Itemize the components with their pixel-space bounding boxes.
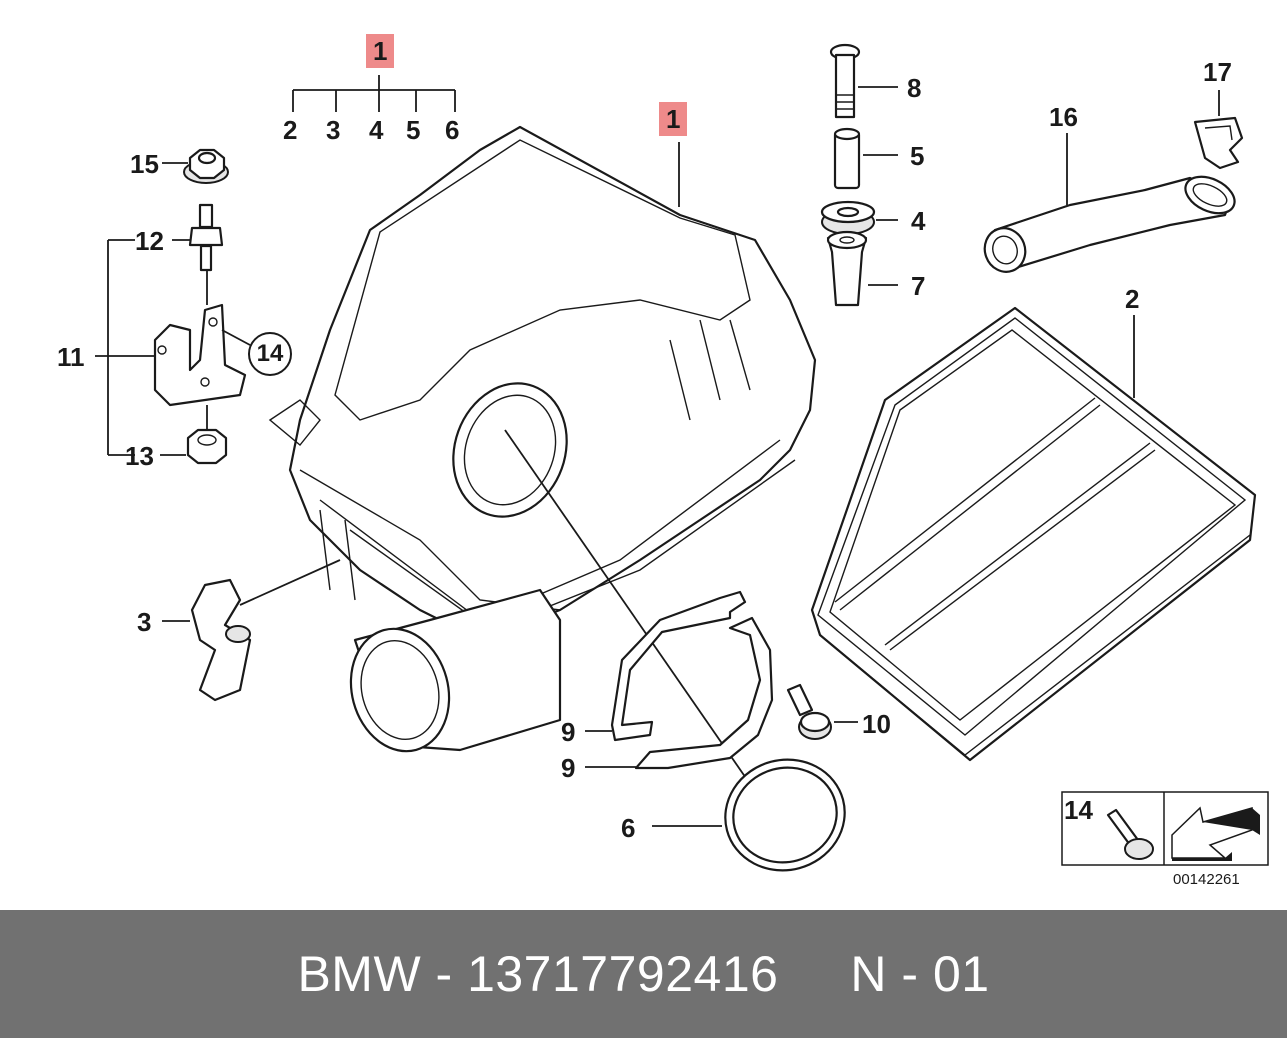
label-sensor: 3	[137, 607, 152, 637]
grommet-part	[820, 200, 876, 235]
group-bracket	[292, 75, 456, 112]
leader-sensor-axis	[239, 559, 341, 606]
sensor-part	[190, 578, 252, 702]
label-housing: 1	[659, 102, 688, 136]
insert-nut-part	[826, 230, 868, 307]
bolt-part	[829, 43, 861, 119]
stud-part	[188, 203, 224, 272]
sleeve-part	[833, 127, 861, 190]
hose-part	[983, 175, 1236, 273]
label-sub-5: 5	[406, 115, 421, 145]
label-filter-element: 2	[1125, 284, 1140, 314]
label-flange-nut: 15	[130, 149, 159, 179]
label-stud: 12	[135, 226, 164, 256]
legend-box	[1061, 791, 1269, 866]
label-bolt: 8	[907, 73, 922, 103]
clamp-b-part	[634, 616, 774, 770]
clamp-a-part	[610, 590, 747, 742]
seal-ring-part	[724, 758, 846, 872]
label-hose: 16	[1049, 102, 1078, 132]
label-sub-3: 3	[326, 115, 341, 145]
label-clamp-a: 9	[561, 717, 576, 747]
footer-text: BMW - 13717792416 N - 01	[297, 946, 990, 1002]
label-sub-2: 2	[283, 115, 298, 145]
parts-diagram	[95, 43, 1269, 872]
footer-bar: BMW - 13717792416 N - 01	[0, 910, 1287, 1038]
label-clamp-b: 9	[561, 753, 576, 783]
label-top-group: 1	[366, 34, 395, 68]
label-bracket-group: 11	[57, 342, 85, 372]
clip-part	[1193, 116, 1244, 170]
leader-bracket-circle	[221, 329, 251, 346]
label-clip: 17	[1203, 57, 1232, 87]
bracket-part	[153, 303, 247, 407]
label-seal-ring: 6	[621, 813, 636, 843]
label-bracket-circle: 14	[248, 332, 292, 376]
air-filter-housing	[268, 125, 817, 753]
label-screw: 10	[862, 709, 891, 739]
label-sub-6: 6	[445, 115, 460, 145]
screw-part	[786, 683, 832, 740]
label-legend-bolt: 14	[1064, 795, 1093, 825]
bracket-group-line	[95, 239, 155, 456]
part-code: 00142261	[1173, 871, 1240, 888]
flange-nut-part	[183, 148, 229, 184]
hex-nut-part	[186, 428, 228, 465]
label-grommet: 4	[911, 206, 926, 236]
filter-element-part	[810, 306, 1257, 762]
label-sleeve: 5	[910, 141, 925, 171]
label-insert-nut: 7	[911, 271, 926, 301]
label-hex-nut: 13	[125, 441, 154, 471]
label-sub-4: 4	[369, 115, 384, 145]
